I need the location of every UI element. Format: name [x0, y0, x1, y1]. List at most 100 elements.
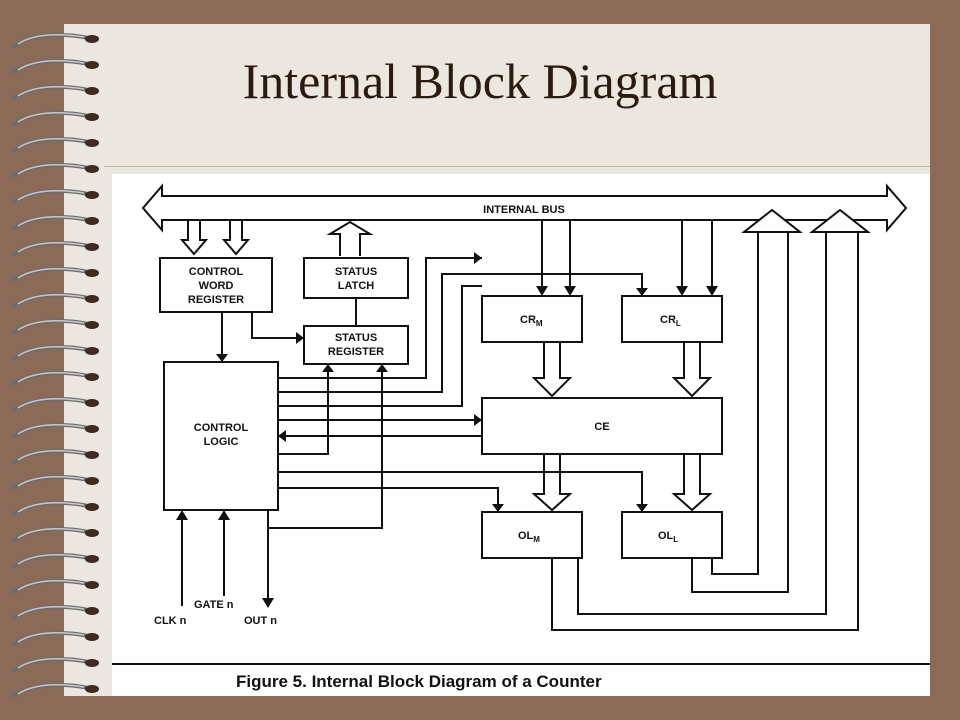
binding-coil-highlight	[17, 241, 85, 253]
logic-to-sr-line	[278, 364, 329, 455]
counter-block-diagram: INTERNAL BUS CONTROL WORD REGISTER STATU…	[112, 183, 930, 691]
arrowhead-out	[262, 598, 274, 608]
binding-coil-highlight	[17, 59, 85, 71]
binding-hole	[85, 399, 99, 407]
spiral-binding	[12, 33, 99, 698]
cwr-label-1: CONTROL	[189, 266, 244, 278]
arrowhead-logic-crl	[636, 288, 648, 296]
bus-to-cwr-arrow-2	[221, 220, 251, 256]
arrowhead-clk	[176, 510, 188, 520]
binding-coil-highlight	[17, 163, 85, 175]
ol-m-block	[481, 511, 583, 559]
binding-coil-highlight	[17, 527, 85, 539]
bus-to-cwr-arrow	[179, 220, 209, 256]
cwr-to-sr-line	[251, 312, 304, 339]
binding-hole	[85, 191, 99, 199]
internal-bus-arrow	[141, 183, 908, 233]
diagram-panel: INTERNAL BUS CONTROL WORD REGISTER STATU…	[112, 174, 930, 696]
cr-l-label: CRL	[660, 314, 681, 328]
status-latch-label-1: STATUS	[335, 266, 377, 278]
arrowhead-bus-crl-2	[706, 286, 718, 296]
binding-coil-highlight	[17, 553, 85, 565]
binding-hole	[85, 659, 99, 667]
ol-l-block	[621, 511, 723, 559]
binding-hole	[85, 243, 99, 251]
crl-to-ce-arrow	[671, 342, 713, 398]
cr-l-block	[621, 295, 723, 343]
binding-hole	[85, 61, 99, 69]
binding-hole	[85, 581, 99, 589]
binding-coil-highlight	[17, 85, 85, 97]
out-to-sr-line	[268, 364, 383, 529]
title-divider	[104, 166, 930, 167]
ce-to-oll-arrow	[671, 454, 713, 512]
ce-to-olm-arrow	[531, 454, 573, 512]
binding-hole	[85, 87, 99, 95]
ol-m-label: OLM	[518, 530, 540, 544]
logic-line-a	[278, 257, 482, 379]
binding-hole	[85, 347, 99, 355]
logic-line-c	[278, 285, 482, 407]
arrowhead-logic-sr	[322, 364, 334, 372]
logic-line-b	[278, 273, 643, 393]
arrowhead-out-sr	[376, 364, 388, 372]
control-logic-label-1: CONTROL	[194, 422, 249, 434]
binding-hole	[85, 217, 99, 225]
binding-coil-highlight	[17, 475, 85, 487]
ce-label: CE	[594, 421, 609, 433]
binding-coil-highlight	[17, 33, 85, 45]
binding-hole	[85, 165, 99, 173]
ce-block	[481, 397, 723, 455]
logic-to-oll-line	[278, 471, 643, 512]
olm-return-line	[551, 232, 859, 631]
status-latch-to-bus-arrow	[326, 220, 374, 256]
binding-hole	[85, 295, 99, 303]
binding-coil-highlight	[17, 267, 85, 279]
binding-hole	[85, 503, 99, 511]
binding-hole	[85, 633, 99, 641]
binding-coil-highlight	[17, 293, 85, 305]
arrowhead-bus-crm-2	[564, 286, 576, 296]
out-signal-label: OUT n	[244, 615, 277, 627]
binding-hole	[85, 35, 99, 43]
cwr-label-3: REGISTER	[188, 294, 244, 306]
cr-m-label: CRM	[520, 314, 543, 328]
binding-hole	[85, 451, 99, 459]
arrowhead-logic-oll	[636, 504, 648, 512]
binding-hole	[85, 685, 99, 693]
cr-m-block	[481, 295, 583, 343]
binding-coil-highlight	[17, 657, 85, 669]
status-latch-label-2: LATCH	[338, 280, 375, 292]
logic-to-olm-line	[278, 487, 499, 512]
arrowhead-bus-crm	[536, 286, 548, 296]
control-word-register-block	[159, 257, 273, 313]
status-register-label-1: STATUS	[335, 332, 377, 344]
return-arrowhead-2	[809, 208, 871, 233]
clk-signal-label: CLK n	[154, 615, 187, 627]
crm-to-ce-arrow	[531, 342, 573, 398]
cwr-label-2: WORD	[199, 280, 234, 292]
binding-hole	[85, 425, 99, 433]
ol-l-label: OLL	[658, 530, 678, 544]
binding-coil-highlight	[17, 345, 85, 357]
binding-coil-highlight	[17, 111, 85, 123]
return-arrowhead-1	[741, 208, 803, 233]
control-logic-label-2: LOGIC	[204, 436, 239, 448]
arrowhead-logic-olm	[492, 504, 504, 512]
binding-hole	[85, 321, 99, 329]
arrowhead-logic-crm	[474, 252, 482, 264]
binding-coil-highlight	[17, 319, 85, 331]
binding-hole	[85, 113, 99, 121]
status-register-label-2: REGISTER	[328, 346, 384, 358]
status-latch-block	[303, 257, 409, 299]
binding-coil-highlight	[17, 605, 85, 617]
arrowhead-bus-crl	[676, 286, 688, 296]
binding-hole	[85, 477, 99, 485]
internal-bus-label: INTERNAL BUS	[483, 204, 565, 216]
binding-coil-highlight	[17, 137, 85, 149]
slide-title: Internal Block Diagram	[242, 53, 718, 109]
olm-return-line-2	[577, 232, 827, 615]
binding-coil-highlight	[17, 397, 85, 409]
binding-coil-highlight	[17, 371, 85, 383]
binding-coil-highlight	[17, 579, 85, 591]
